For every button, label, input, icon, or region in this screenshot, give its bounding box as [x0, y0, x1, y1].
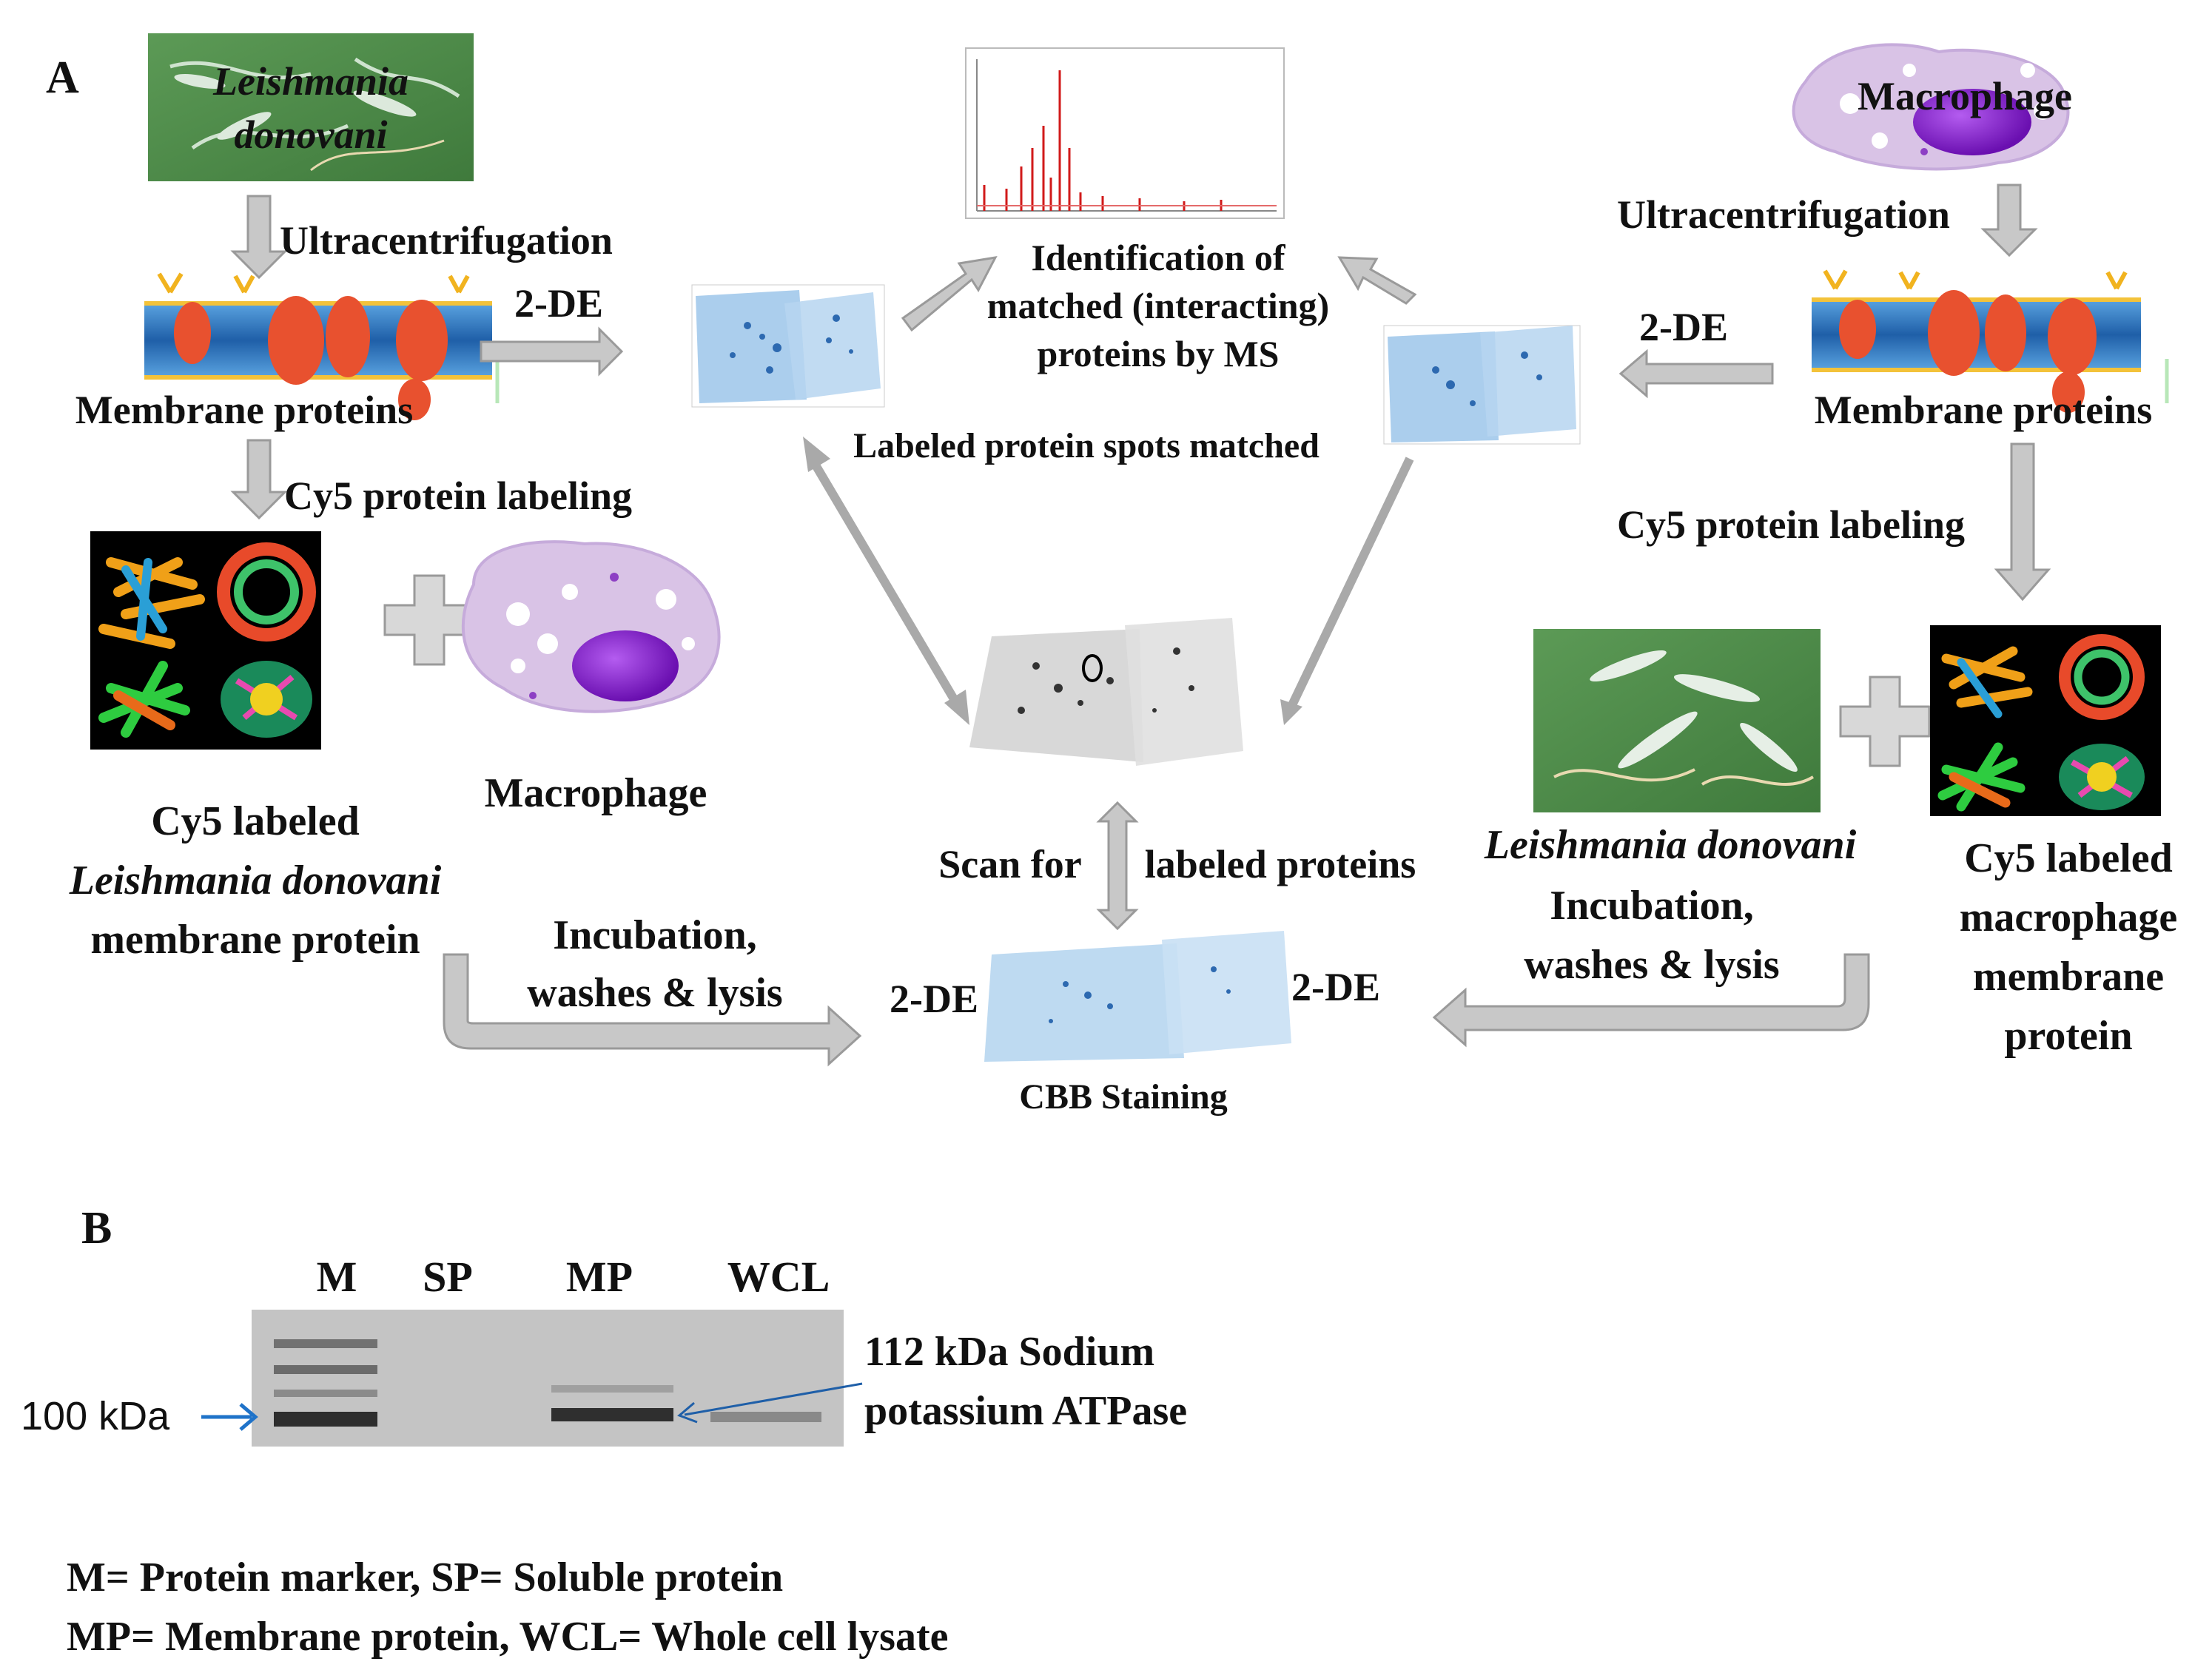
ms-spectrum-image — [965, 47, 1285, 219]
left-incubation-line-2: washes & lysis — [527, 970, 782, 1016]
panel-b-label: B — [81, 1203, 112, 1253]
marker-100kda-label: 100 kDa — [21, 1394, 170, 1438]
gel-image-top-left — [691, 284, 885, 408]
leishmania-image-caption-2: donovani — [234, 112, 387, 157]
right-cy5-labeled-line-1: Cy5 labeled — [1964, 835, 2173, 881]
left-membrane-proteins-label: Membrane proteins — [75, 388, 413, 432]
left-incubation-line-1: Incubation, — [553, 912, 756, 958]
band-annotation-line-2: potassium ATPase — [864, 1388, 1187, 1434]
macrophage-image-top-right — [1792, 43, 2070, 171]
gel-image-cbb-staining — [984, 931, 1291, 1062]
arrow-down-cy5-left — [230, 439, 288, 520]
arrow-head-scan-to-left-gel-bottom — [944, 690, 969, 725]
scan-for-label: Scan for — [938, 842, 1081, 886]
arrow-gel-to-ms-right — [1337, 256, 1417, 305]
left-cy5-labeled-line-3: membrane protein — [90, 917, 420, 963]
left-cy5-labeled-line-1: Cy5 labeled — [151, 798, 360, 844]
arrow-gel-to-ms-left — [901, 256, 998, 332]
western-blot-image — [252, 1310, 844, 1447]
identification-line-3: proteins by MS — [1038, 333, 1280, 374]
arrow-double-vertical-center — [1096, 801, 1139, 931]
arrow-down-cy5-right — [1994, 442, 2051, 602]
top-left-2de-label: 2-DE — [514, 281, 603, 326]
gel-image-top-right — [1383, 325, 1581, 445]
cbb-staining-label: CBB Staining — [1019, 1077, 1227, 1117]
protein-structures-right — [1930, 625, 2161, 816]
membrane-diagram-left — [144, 272, 500, 420]
band-annotation-line-1: 112 kDa Sodium — [864, 1329, 1154, 1375]
legend-line-2: MP= Membrane protein, WCL= Whole cell ly… — [67, 1614, 948, 1660]
arrow-left-2de-right — [1618, 349, 1774, 399]
right-membrane-proteins-label: Membrane proteins — [1815, 388, 2152, 432]
left-cy5-labeled-line-2: Leishmania donovani — [69, 858, 442, 903]
panel-a-label: A — [46, 53, 79, 103]
arrow-down-ultracentrifugation-left — [230, 195, 288, 280]
arrow-elbow-left-to-cbb — [443, 953, 862, 1067]
band-annotation-arrow-line — [684, 1382, 863, 1416]
arrow-right-2de-left — [480, 326, 624, 377]
arrow-scan-to-right-gel — [1287, 457, 1414, 709]
macrophage-image-left — [461, 540, 721, 713]
leishmania-image-caption-1: Leishmania — [212, 59, 409, 104]
plus-sign-left — [383, 574, 475, 666]
legend-line-1: M= Protein marker, SP= Soluble protein — [67, 1555, 783, 1600]
band-annotation-arrow-head-icon — [677, 1401, 698, 1424]
leishmania-image-right — [1533, 629, 1821, 812]
left-macrophage-label: Macrophage — [485, 770, 707, 816]
gel-image-center-scan — [969, 618, 1243, 766]
right-ultracentrifugation-label: Ultracentrifugation — [1617, 192, 1950, 237]
right-cy5-labeled-line-2: macrophage — [1960, 895, 2178, 940]
leishmania-image-top-left — [148, 33, 474, 181]
top-right-2de-label: 2-DE — [1639, 305, 1728, 349]
right-incubation-line-1: Incubation, — [1550, 883, 1753, 929]
identification-line-2: matched (interacting) — [987, 285, 1329, 326]
protein-structures-left — [90, 531, 321, 750]
bottom-left-2de-label: 2-DE — [890, 977, 978, 1021]
marker-arrow-head-icon — [239, 1403, 258, 1431]
arrow-head-scan-to-left-gel — [803, 437, 830, 472]
arrow-down-ultracentrifugation-right — [1980, 184, 2038, 257]
lane-label-mp: MP — [566, 1253, 633, 1301]
right-cy5-labeling-label: Cy5 protein labeling — [1617, 502, 1965, 547]
bottom-right-2de-label: 2-DE — [1291, 965, 1380, 1009]
labeled-spots-matched-label: Labeled protein spots matched — [853, 426, 1320, 465]
arrow-scan-to-left-gel — [810, 459, 963, 710]
right-incubation-line-2: washes & lysis — [1524, 942, 1779, 988]
lane-label-m: M — [317, 1253, 357, 1301]
left-ultracentrifugation-label: Ultracentrifugation — [280, 218, 613, 263]
right-cy5-labeled-line-3: membrane — [1973, 954, 2164, 1000]
arrow-head-scan-to-right-gel-bottom — [1280, 699, 1302, 725]
identification-line-1: Identification of — [1031, 237, 1285, 278]
left-cy5-labeling-label: Cy5 protein labeling — [284, 474, 632, 518]
membrane-diagram-right — [1812, 269, 2169, 413]
lane-label-wcl: WCL — [727, 1253, 830, 1301]
plus-sign-right — [1839, 676, 1931, 767]
macrophage-image-caption: Macrophage — [1858, 74, 2072, 118]
arrow-elbow-right-to-cbb — [1432, 953, 1870, 1048]
right-leishmania-label: Leishmania donovani — [1484, 822, 1857, 868]
lane-label-sp: SP — [423, 1253, 473, 1301]
right-cy5-labeled-line-4: protein — [2004, 1013, 2132, 1059]
labeled-proteins-label: labeled proteins — [1145, 842, 1416, 886]
